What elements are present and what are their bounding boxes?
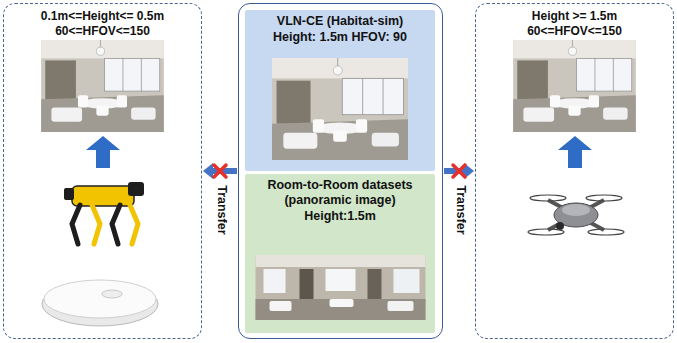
box-subheading: Height:1.5m	[245, 209, 435, 224]
drone	[528, 195, 624, 235]
transfer-arrow	[203, 163, 237, 179]
edge-label: Transfer	[452, 185, 466, 234]
scene-photo	[513, 40, 636, 132]
robot-vacuum	[42, 280, 158, 326]
box-subheading: Height: 1.5m HFOV: 90	[245, 30, 435, 45]
box-subheading: 60<=HFOV<=150	[4, 24, 201, 38]
transfer-arrow	[444, 163, 474, 179]
box-heading: 0.1m<=Height<= 0.5m	[4, 9, 201, 23]
edge-label: Transfer	[213, 185, 227, 234]
scene-photo	[41, 40, 164, 132]
box-subheading: 60<=HFOV<=150	[476, 24, 673, 38]
panorama-image	[256, 255, 426, 320]
robot-dog	[64, 182, 144, 244]
up-arrow	[558, 136, 592, 168]
box-heading: Room-to-Room datasets (panoramic image)	[245, 178, 435, 208]
simulator-view	[272, 58, 408, 160]
box-heading: VLN-CE (Habitat-sim)	[245, 14, 435, 29]
box-heading: Height >= 1.5m	[476, 9, 673, 23]
up-arrow	[86, 136, 120, 168]
